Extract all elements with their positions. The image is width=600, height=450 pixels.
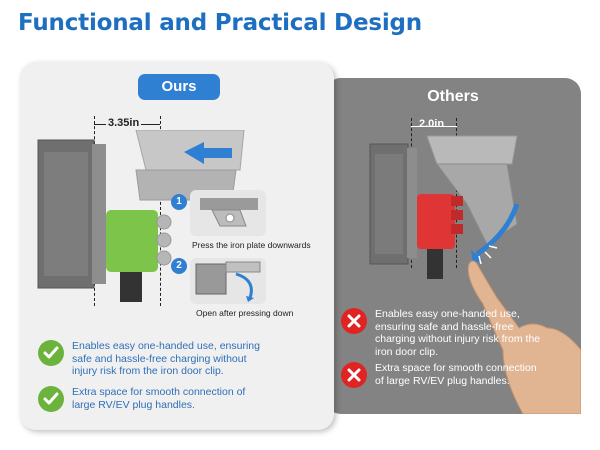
others-feature-1-line-2: ensuring safe and hassle-free bbox=[375, 320, 514, 333]
ours-feature-2-line-1: Extra space for smooth connection of bbox=[72, 386, 246, 398]
others-feature-1-text: Enables easy one-handed use, ensuring sa… bbox=[375, 308, 540, 358]
cross-icon bbox=[341, 362, 367, 388]
ours-feature-1: Enables easy one-handed use, ensuring sa… bbox=[38, 340, 328, 378]
others-feature-1-line-1: Enables easy one-handed use, bbox=[375, 308, 520, 320]
ours-feature-1-line-2: safe and hassle-free charging without bbox=[72, 352, 247, 365]
open-door-icon bbox=[195, 261, 261, 302]
step-2-badge: 2 bbox=[171, 258, 187, 274]
iron-plate-icon bbox=[200, 198, 258, 227]
cross-icon bbox=[341, 308, 367, 334]
others-dimension: 2.0in bbox=[419, 118, 445, 130]
page-title: Functional and Practical Design bbox=[18, 10, 422, 36]
others-panel: Others 2.0in Enables easy one-handed use… bbox=[325, 78, 581, 414]
others-feature-2-text: Extra space for smooth connection of lar… bbox=[375, 362, 537, 387]
check-icon bbox=[38, 340, 64, 366]
ours-dimension: 3.35in bbox=[106, 117, 142, 129]
ours-feature-2-text: Extra space for smooth connection of lar… bbox=[72, 386, 245, 411]
ours-label: Ours bbox=[138, 74, 220, 100]
step-1-badge: 1 bbox=[171, 194, 187, 210]
step-1-illustration bbox=[190, 190, 266, 236]
ours-feature-1-line-1: Enables easy one-handed use, ensuring bbox=[72, 340, 260, 352]
others-feature-1-line-4: iron door clip. bbox=[375, 345, 439, 358]
step-1-caption: Press the iron plate downwards bbox=[192, 240, 311, 250]
others-feature-2: Extra space for smooth connection of lar… bbox=[341, 362, 581, 388]
hand-illustration bbox=[467, 260, 581, 414]
step-2-illustration bbox=[190, 258, 266, 304]
others-feature-1-line-3: charging without injury risk from the bbox=[375, 333, 541, 345]
ours-dim-right-guide bbox=[160, 116, 161, 306]
ours-feature-1-line-3: injury risk from the iron door clip. bbox=[72, 365, 224, 377]
ours-feature-2: Extra space for smooth connection of lar… bbox=[38, 386, 328, 412]
ours-feature-2-line-2: large RV/EV plug handles. bbox=[72, 398, 195, 411]
step-2-caption: Open after pressing down bbox=[196, 308, 294, 318]
others-feature-2-line-2: of large RV/EV plug handles. bbox=[375, 374, 510, 387]
others-feature-2-line-1: Extra space for smooth connection bbox=[375, 362, 537, 374]
others-label: Others bbox=[427, 88, 479, 105]
others-feature-1: Enables easy one-handed use, ensuring sa… bbox=[341, 308, 581, 358]
others-dim-line bbox=[411, 126, 457, 127]
ours-feature-1-text: Enables easy one-handed use, ensuring sa… bbox=[72, 340, 260, 378]
check-icon bbox=[38, 386, 64, 412]
others-dim-right-guide bbox=[456, 118, 457, 268]
others-product-illustration bbox=[369, 135, 520, 279]
ours-panel: Ours 3.35in 1 Press the iron plate downw… bbox=[20, 62, 334, 430]
